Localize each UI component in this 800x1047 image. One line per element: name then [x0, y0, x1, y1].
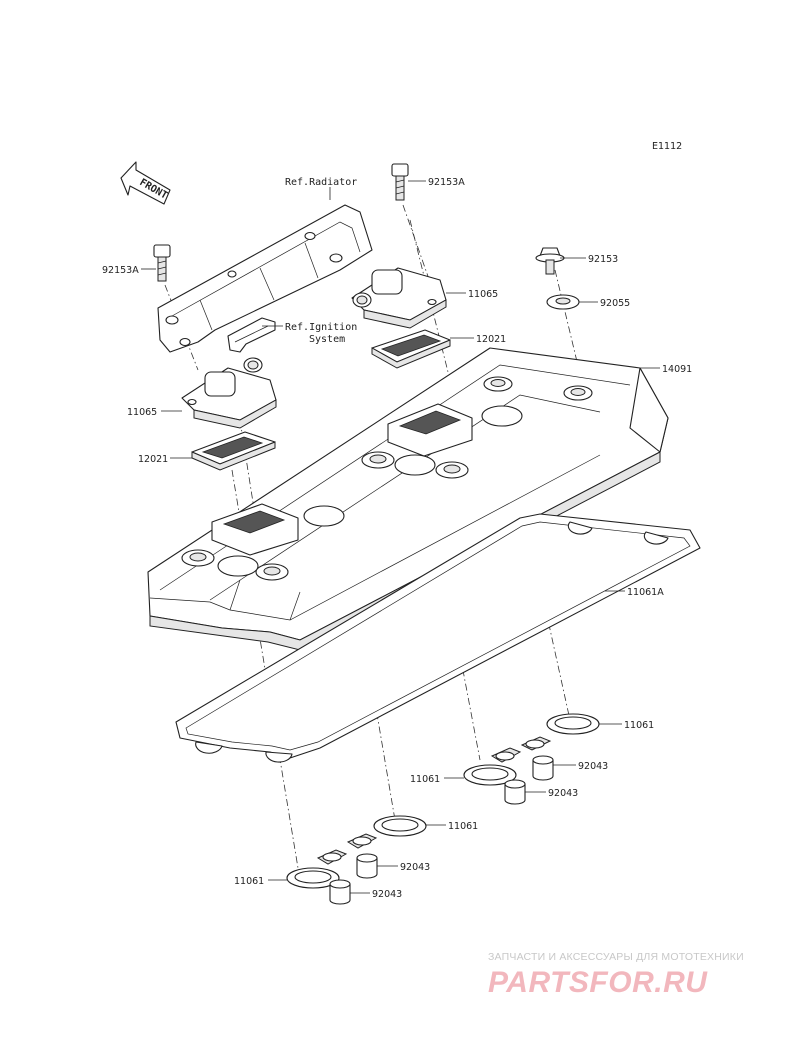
- cover-11065-left: [181, 357, 277, 429]
- label-cover-left: 11065: [127, 407, 157, 418]
- label-collar-r1: 92043: [578, 761, 608, 772]
- cylinder-head-cover-14091: [147, 347, 669, 651]
- watermark-tagline: ЗАПЧАСТИ И АКСЕССУАРЫ ДЛЯ МОТОТЕХНИКИ: [488, 951, 744, 963]
- label-ring-r1: 11061: [624, 720, 654, 731]
- label-bolt-left: 92153A: [102, 265, 139, 276]
- ref-ignition-label-line2: System: [309, 334, 345, 345]
- front-arrow-icon: FRONT: [120, 161, 171, 205]
- cover-11065-right: [351, 267, 447, 329]
- washer-92055: [546, 294, 580, 310]
- ref-ignition-label-line1: Ref.Ignition: [285, 322, 357, 333]
- gasket-12021-right: [371, 329, 451, 369]
- ref-radiator-label: Ref.Radiator: [285, 177, 357, 188]
- label-collar-l2: 92043: [372, 889, 402, 900]
- ignition-clip: [227, 317, 276, 353]
- gasket-12021-left: [191, 431, 276, 471]
- plug-seal-group-left: [286, 815, 427, 905]
- label-gasket-left: 12021: [138, 454, 168, 465]
- label-bolt-right: 92153: [588, 254, 618, 265]
- label-cover-right: 11065: [468, 289, 498, 300]
- label-washer: 92055: [600, 298, 630, 309]
- label-collar-r2: 92043: [548, 788, 578, 799]
- bolt-92153A-left: [153, 244, 171, 282]
- diagram-code: E1112: [652, 141, 682, 152]
- bolt-92153-right: [535, 247, 565, 275]
- label-head-cover: 14091: [662, 364, 692, 375]
- radiator-bracket: [157, 204, 373, 353]
- head-cover-gasket-11061A: [175, 513, 701, 763]
- bolt-92153A-top: [391, 163, 409, 201]
- label-ring-l1: 11061: [448, 821, 478, 832]
- label-collar-l1: 92043: [400, 862, 430, 873]
- leader-lines: [141, 180, 660, 894]
- label-gasket-main: 11061A: [627, 587, 664, 598]
- label-ring-r2: 11061: [410, 774, 440, 785]
- label-bolt-top: 92153A: [428, 177, 465, 188]
- watermark-logo: PARTSFOR.RU: [488, 966, 708, 999]
- label-ring-l2: 11061: [234, 876, 264, 887]
- plug-seal-group-right: [463, 713, 600, 805]
- label-gasket-right: 12021: [476, 334, 506, 345]
